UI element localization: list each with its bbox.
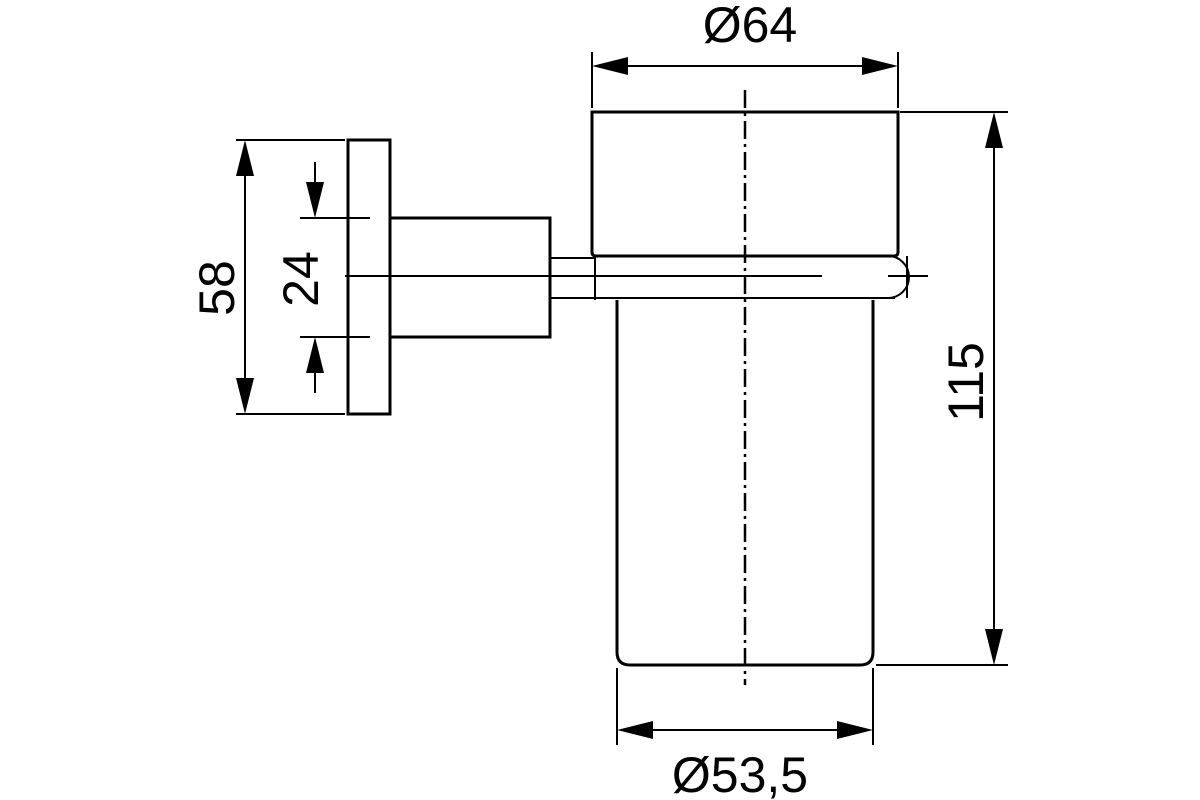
bottom-diameter-label: Ø53,5 [672,747,808,800]
dimension-bottom-diameter: Ø53,5 [616,668,874,800]
height-label: 115 [938,342,994,422]
top-diameter-label: Ø64 [703,0,798,53]
holder-arm [345,216,822,339]
dimension-top-diameter: Ø64 [591,0,899,108]
dimension-plate-height: 58 [189,139,345,415]
dimension-arm-height: 24 [273,162,370,393]
dimension-height: 115 [876,111,1008,666]
arm-height-label: 24 [273,251,329,307]
holder-ring [590,110,928,300]
plate-height-label: 58 [189,260,245,316]
